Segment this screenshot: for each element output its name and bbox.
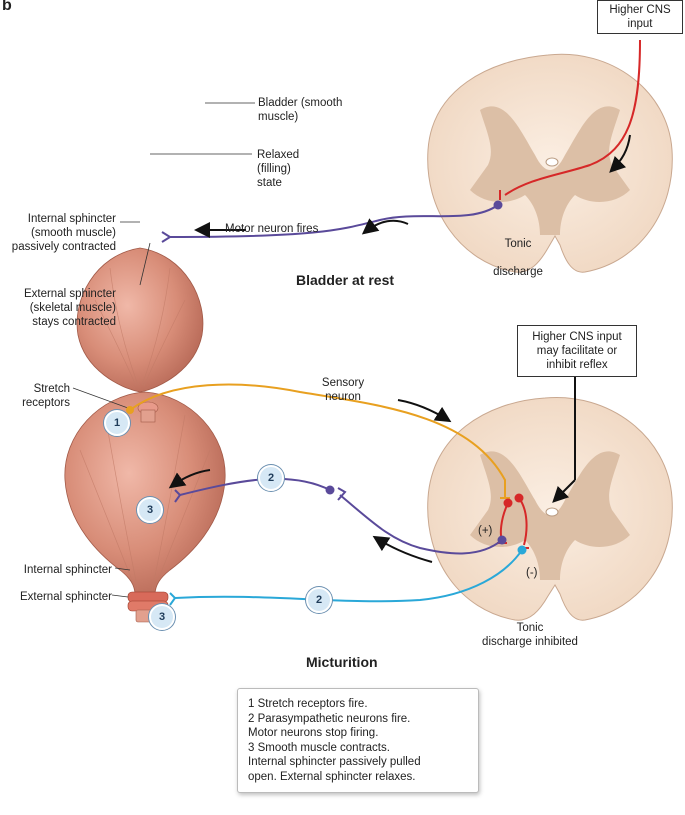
label-excitatory: (+) [478,525,493,537]
parasympathetic-neuron-preganglionic [339,494,503,555]
label-internal-sphincter: Internal sphincter [23,564,112,576]
label-inhibitory: (-) [526,567,538,579]
sensory-neuron-fiber [129,383,506,498]
legend-step-2: 2 Parasympathetic neurons fire. Motor ne… [248,712,411,740]
label-sensory-neuron: Sensory neuron [321,377,365,403]
label-relaxed-state: Relaxed (filling) state [257,149,300,189]
steps-legend: 1 Stretch receptors fire. 2 Parasympathe… [237,688,479,793]
step-badge-3-smooth-muscle: 3 [137,497,163,523]
flow-arrows [168,134,631,563]
label-tonic-discharge: Tonic discharge [493,238,543,278]
legend-step-1: 1 Stretch receptors fire. [248,698,368,710]
label-motor-neuron-fires: Motor neuron fires [225,223,319,235]
label-stretch-receptors: Stretch receptors [22,383,70,409]
leader-lines [72,102,255,598]
label-tonic-discharge-inhibited: Tonic discharge inhibited [482,622,578,648]
spinal-cord-micturition [427,396,673,621]
label-bladder-smooth-muscle: Bladder (smooth muscle) [258,97,343,123]
somatic-motor-neuron [174,549,523,603]
step-badge-1: 1 [104,410,130,436]
bladder-contracting [64,391,226,623]
step-badge-2-motor: 2 [306,587,332,613]
higher-cns-fiber-rest [504,39,641,196]
label-external-sphincter: External sphincter [19,591,112,603]
label-external-sphincter-rest: External sphincter (skeletal muscle) sta… [23,288,116,328]
title-micturition: Micturition [306,654,378,670]
panel-letter: b [2,0,12,14]
legend-step-3: 3 Smooth muscle contracts. Internal sphi… [248,741,421,783]
label-internal-sphincter-rest: Internal sphincter (smooth muscle) passi… [11,213,116,253]
spinal-cord-rest [427,53,673,273]
step-badge-3-sphincter: 3 [149,604,175,630]
bladder-resting [76,247,204,393]
title-bladder-at-rest: Bladder at rest [296,272,395,288]
higher-cns-input-box: Higher CNS input [597,0,683,34]
higher-cns-modulation-box: Higher CNS input may facilitate or inhib… [517,325,637,377]
step-badge-2-parasympathetic: 2 [258,465,284,491]
